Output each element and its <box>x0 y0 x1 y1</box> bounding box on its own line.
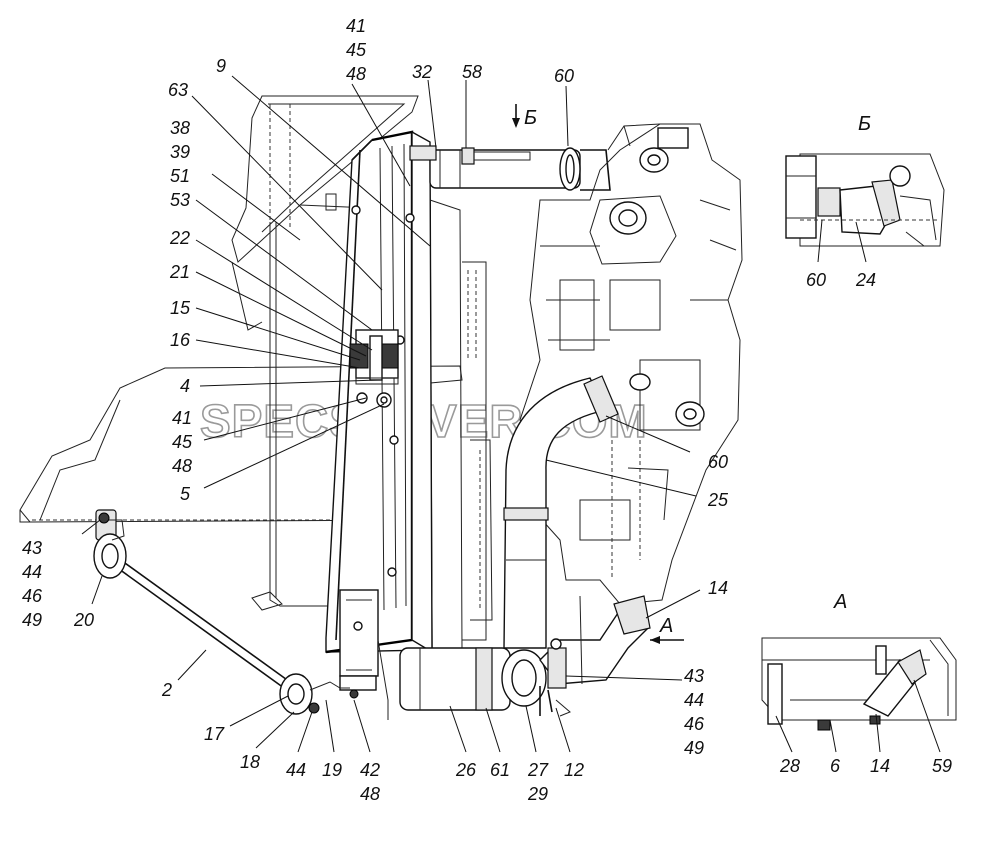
callout-labels: 9 41 45 48 32 58 60 63 38 39 51 53 22 21… <box>22 16 952 804</box>
callout-58: 58 <box>462 62 482 82</box>
callout-48-mid: 48 <box>172 456 192 476</box>
callout-22: 22 <box>169 228 190 248</box>
callout-15: 15 <box>170 298 191 318</box>
callout-12: 12 <box>564 760 584 780</box>
view-b-arrow: Б <box>512 104 537 129</box>
callout-28-view-a: 28 <box>779 756 800 776</box>
callout-24-view-b: 24 <box>855 270 876 290</box>
callout-18: 18 <box>240 752 260 772</box>
callout-6-view-a: 6 <box>830 756 841 776</box>
callout-14-view-a: 14 <box>870 756 890 776</box>
view-a-arrow: А <box>650 615 684 644</box>
callout-44-right: 44 <box>684 690 704 710</box>
upper-hose <box>503 375 619 649</box>
detail-view-a-title: А <box>833 591 847 613</box>
callout-44: 44 <box>286 760 306 780</box>
engine-block <box>519 123 743 605</box>
callout-48-top: 48 <box>346 64 366 84</box>
callout-59-view-a: 59 <box>932 756 952 776</box>
callout-45-mid: 45 <box>172 432 193 452</box>
callout-26: 26 <box>455 760 477 780</box>
callout-46-left: 46 <box>22 586 43 606</box>
callout-49-right: 49 <box>684 738 704 758</box>
callout-48-bottom: 48 <box>360 784 380 804</box>
callout-44-left: 44 <box>22 562 42 582</box>
callout-14-main: 14 <box>708 578 728 598</box>
leader-lines <box>81 75 941 753</box>
callout-19: 19 <box>322 760 342 780</box>
callout-43-left: 43 <box>22 538 42 558</box>
lower-coolant-pipe <box>399 595 651 717</box>
view-a-arrow-label: А <box>659 615 673 637</box>
stay-rod <box>93 509 359 715</box>
callout-5: 5 <box>180 484 191 504</box>
callout-21: 21 <box>169 262 190 282</box>
callout-38: 38 <box>170 118 190 138</box>
lower-bracket <box>339 589 389 720</box>
detail-view-b-title: Б <box>858 113 871 135</box>
radiator <box>325 130 493 654</box>
detail-view-a: А <box>761 591 957 731</box>
detail-view-b: Б <box>785 113 945 247</box>
callout-9: 9 <box>216 56 226 76</box>
callout-41-mid: 41 <box>172 408 192 428</box>
callout-43-right: 43 <box>684 666 704 686</box>
callout-60-mid: 60 <box>708 452 728 472</box>
callout-42: 42 <box>360 760 380 780</box>
callout-63: 63 <box>168 80 188 100</box>
callout-49-left: 49 <box>22 610 42 630</box>
callout-39: 39 <box>170 142 190 162</box>
callout-41-top: 41 <box>346 16 366 36</box>
callout-45-top: 45 <box>346 40 367 60</box>
callout-2: 2 <box>161 680 172 700</box>
callout-16: 16 <box>170 330 191 350</box>
callout-27: 27 <box>527 760 549 780</box>
callout-29: 29 <box>527 784 548 804</box>
callout-4: 4 <box>180 376 190 396</box>
callout-61: 61 <box>490 760 510 780</box>
top-coolant-pipe <box>409 145 611 191</box>
callout-60-view-b: 60 <box>806 270 826 290</box>
callout-32: 32 <box>412 62 432 82</box>
callout-17: 17 <box>204 724 225 744</box>
callout-25: 25 <box>707 490 729 510</box>
callout-51: 51 <box>170 166 190 186</box>
callout-20: 20 <box>73 610 94 630</box>
callout-46-right: 46 <box>684 714 705 734</box>
view-b-arrow-label: Б <box>524 107 537 129</box>
callout-53: 53 <box>170 190 190 210</box>
callout-60-top: 60 <box>554 66 574 86</box>
